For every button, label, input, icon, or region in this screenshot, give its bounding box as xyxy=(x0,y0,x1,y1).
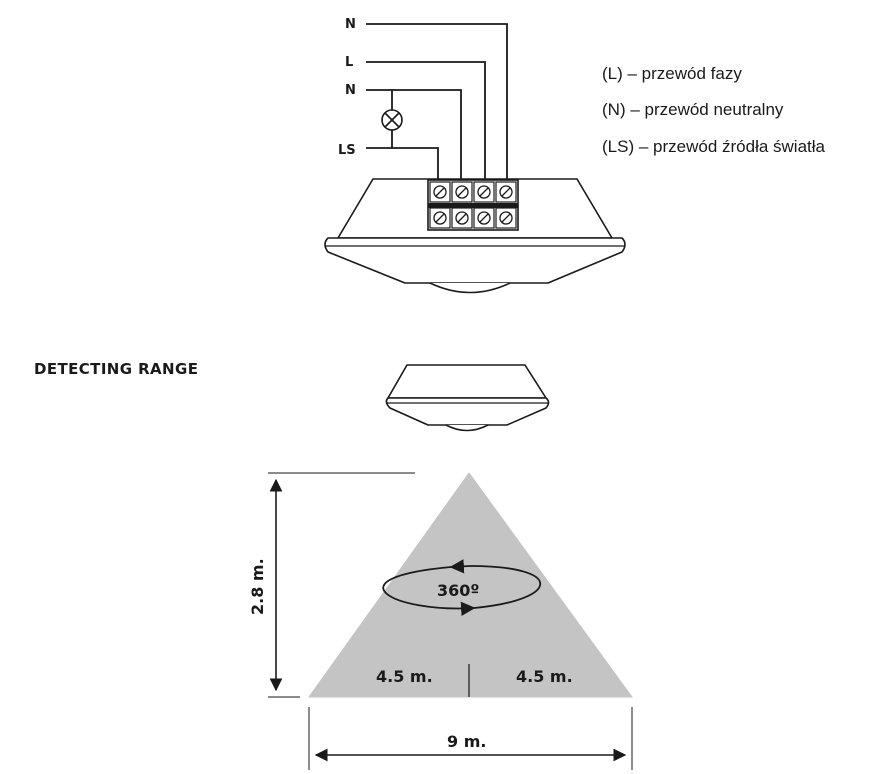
wire-n-mid xyxy=(366,89,462,182)
width-label: 9 m. xyxy=(447,732,486,751)
legend-item-n: (N) – przewód neutralny xyxy=(602,100,784,119)
wire-label-ls: LS xyxy=(338,143,356,158)
legend-item-ls: (LS) – przewód źródła światła xyxy=(602,137,826,156)
sensor-housing-large xyxy=(324,178,626,294)
angle-label: 360º xyxy=(437,581,479,600)
sensor-housing-small xyxy=(385,364,550,432)
rotation-360-icon xyxy=(382,559,541,616)
wire-ls xyxy=(366,147,439,182)
detection-triangle xyxy=(308,472,633,698)
wire-label-l: L xyxy=(345,55,353,70)
wire-l xyxy=(366,61,486,182)
detection-cone: 360º 4.5 m. 4.5 m. xyxy=(308,472,633,698)
height-label: 2.8 m. xyxy=(248,558,267,615)
detecting-range-title: DETECTING RANGE xyxy=(34,360,198,378)
height-dimension: 2.8 m. xyxy=(248,472,415,698)
wiring-diagram: N L N LS xyxy=(324,17,626,294)
wire-label-n-top: N xyxy=(345,17,356,32)
width-dimension: 9 m. xyxy=(308,707,633,770)
terminal-screws xyxy=(429,181,517,229)
wire-label-n-mid: N xyxy=(345,83,356,98)
lamp-cross-icon xyxy=(381,109,403,131)
half-range-left-label: 4.5 m. xyxy=(376,667,433,686)
legend-item-l: (L) – przewód fazy xyxy=(602,64,742,83)
wire-legend: (L) – przewód fazy (N) – przewód neutral… xyxy=(602,64,826,156)
terminal-block xyxy=(427,179,519,231)
half-range-right-label: 4.5 m. xyxy=(516,667,573,686)
wire-n-top xyxy=(366,23,508,182)
